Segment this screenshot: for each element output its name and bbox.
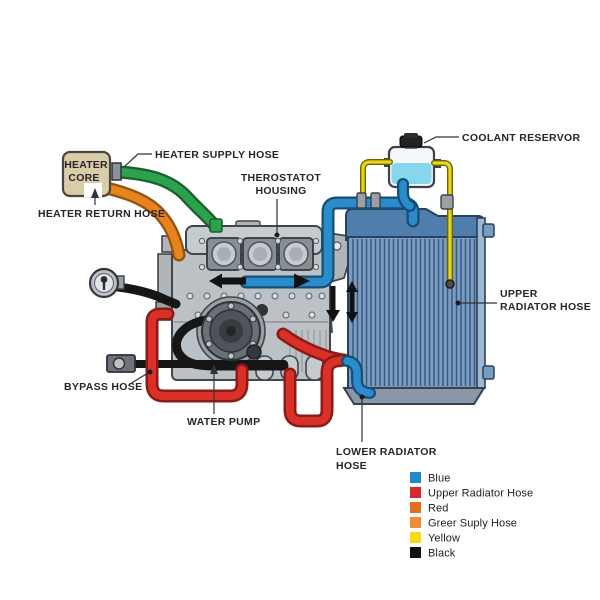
radiator-tab (482, 365, 495, 380)
radiator-outlet-elbow (343, 357, 374, 397)
flow-arrow-updown-shaft (349, 290, 355, 314)
label-lower-radiator-2: HOSE (336, 460, 367, 472)
heater-return-hose (93, 181, 184, 260)
lower-radiator-hose (286, 356, 348, 425)
legend-swatch-blue (410, 472, 421, 483)
flow-arrow-down-head (326, 310, 340, 322)
label-heater-supply-hose: HEATER SUPPLY HOSE (155, 149, 279, 161)
label-lower-radiator-1: LOWER RADIATOR (336, 446, 437, 458)
pump-bolts (205, 302, 257, 360)
leader-dot (359, 394, 365, 400)
leader-dot (274, 232, 280, 238)
legend-label-upper-radiator: Upper Radiator Hose (428, 488, 533, 500)
red-hoses (145, 307, 351, 428)
legend-label-blue: Blue (428, 473, 450, 485)
coolant-reservoir (384, 133, 441, 189)
legend-swatch-yellow (410, 532, 421, 543)
heater-core-notch (84, 183, 102, 197)
legend-label-yellow: Yellow (428, 533, 460, 545)
engine-bolts (186, 237, 326, 319)
radiator (313, 208, 495, 405)
bypass-fitting (106, 354, 136, 373)
temp-gauge (88, 267, 125, 299)
legend-label-red: Red (428, 503, 448, 515)
label-thermostat-2: HOUSING (255, 185, 306, 197)
red-left-loop (148, 310, 246, 400)
label-water-pump: WATER PUMP (187, 416, 260, 428)
reservoir-elbow (399, 180, 414, 210)
leader-heater-supply (123, 153, 152, 168)
leader-heater-return-arrow (91, 188, 99, 198)
leader-coolant-reservoir (423, 136, 459, 144)
flow-arrow-down-shaft (330, 286, 336, 312)
label-thermostat-1: THEROSTATOT (241, 172, 322, 184)
heater-core: HEATER CORE (61, 150, 122, 198)
supply-hose-clamp (111, 162, 122, 181)
pump-idler-pulley (246, 344, 262, 360)
overflow-hose-left (361, 160, 392, 198)
legend-swatch-upper-radiator (410, 487, 421, 498)
heater-core-label-1: HEATER (64, 159, 108, 171)
legend: Blue Upper Radiator Hose Red Greer Suply… (410, 472, 533, 560)
flow-arrow-left-shaft (222, 277, 246, 285)
reservoir-cap-top (404, 133, 418, 138)
flow-arrows (209, 273, 358, 323)
label-coolant-reservoir: COOLANT RESERVOR (462, 132, 580, 144)
annotations: HEATER SUPPLY HOSE HEATER RETURN HOSE TH… (38, 132, 591, 472)
leader-dot (147, 369, 153, 375)
label-upper-radiator-2: RADIATOR HOSE (500, 301, 591, 313)
heater-core-label-2: CORE (68, 172, 99, 184)
cylinders (206, 237, 314, 271)
radiator-necks (356, 192, 454, 210)
supply-hose-engine-fitting (209, 218, 223, 233)
yellow-hoses (360, 159, 455, 289)
blue-hoses (239, 178, 420, 399)
legend-label-green-supply: Greer Suply Hose (428, 518, 517, 530)
flow-arrow-left-head (209, 273, 222, 289)
flow-arrow-up-head (346, 281, 358, 292)
legend-swatch-black (410, 547, 421, 558)
leader-dot (455, 300, 461, 306)
label-upper-radiator-1: UPPER (500, 288, 538, 300)
flow-arrow-right-head (294, 273, 310, 289)
leader-water-pump-arrow (210, 364, 218, 374)
overflow-hose-end (445, 279, 455, 289)
radiator-tab (482, 223, 495, 238)
radiator-core (347, 236, 479, 389)
overflow-hose-right (432, 161, 452, 284)
leader-bypass (129, 372, 149, 385)
label-heater-return-hose: HEATER RETURN HOSE (38, 208, 165, 220)
flow-arrow-down2-head (346, 312, 358, 323)
legend-swatch-red (410, 502, 421, 513)
water-pump (201, 301, 262, 361)
radiator-bottom-tank (342, 387, 486, 405)
heater-supply-hose (113, 167, 220, 231)
legend-label-black: Black (428, 548, 456, 560)
label-bypass-hose: BYPASS HOSE (64, 381, 142, 393)
heater-hoses (91, 165, 223, 262)
legend-swatch-green-supply (410, 517, 421, 528)
reservoir-coolant-level (391, 163, 432, 184)
